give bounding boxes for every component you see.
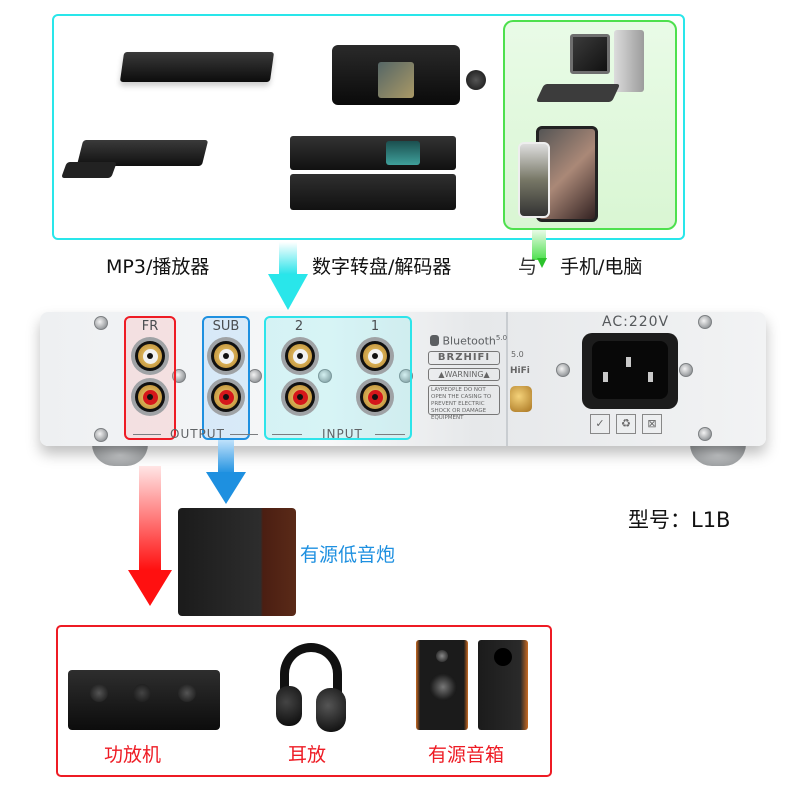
- screw-icon: [248, 369, 262, 383]
- recycle-icon: ♻: [616, 414, 636, 434]
- sub-label: SUB: [212, 319, 240, 334]
- pc-input-arrow-shaft: [532, 230, 546, 260]
- weee-bin-icon: ⊠: [642, 414, 662, 434]
- fr-output-arrow-shaft: [139, 466, 161, 570]
- input-1-left-jack[interactable]: [356, 337, 394, 375]
- screw-icon: [698, 427, 712, 441]
- subwoofer-label: 有源低音炮: [300, 544, 396, 566]
- amp-display-icon: [133, 684, 151, 702]
- screw-icon: [94, 428, 108, 442]
- source-label-mp3: MP3/播放器: [106, 256, 210, 278]
- sub-left-jack[interactable]: [207, 337, 245, 375]
- input-highlight: [264, 316, 412, 440]
- pc-tower-image: [614, 30, 644, 92]
- panel-divider: [506, 312, 508, 446]
- desktop-monitor-image: [570, 34, 610, 74]
- headphones-cup-right: [316, 688, 346, 732]
- bluetooth-label: Bluetooth5.0: [430, 334, 507, 348]
- power-pin: [603, 372, 608, 382]
- warning-triangle-icon: ▲: [438, 370, 445, 379]
- input-1-right-jack[interactable]: [356, 378, 394, 416]
- dac-display: [386, 141, 420, 165]
- output-line-right: [230, 434, 258, 435]
- amp-foot-left: [92, 444, 148, 466]
- screw-icon: [318, 369, 332, 383]
- source-label-dac: 数字转盘/解码器: [312, 256, 452, 278]
- streamer-screen: [378, 62, 414, 98]
- model-label: 型号：L1B: [628, 508, 731, 532]
- tweeter-icon: [436, 650, 448, 662]
- output-label-amplifier: 功放机: [104, 744, 162, 766]
- brand-sticker: BRZHIFI: [428, 351, 500, 365]
- sub-right-jack[interactable]: [207, 378, 245, 416]
- antenna-version: 5.0: [511, 350, 524, 359]
- bluetooth-icon: [430, 334, 439, 346]
- dac-input-arrow-icon: [268, 274, 308, 310]
- bluetooth-antenna-connector[interactable]: [510, 386, 532, 412]
- sub-output-arrow-icon: [206, 472, 246, 504]
- output-group-label: OUTPUT: [170, 427, 225, 441]
- power-label: AC:220V: [602, 314, 670, 330]
- woofer-icon: [429, 673, 457, 701]
- amp-knob-icon: [178, 684, 196, 702]
- subwoofer-image: [178, 508, 296, 616]
- screw-icon: [698, 315, 712, 329]
- output-label-active-speakers: 有源音箱: [428, 744, 505, 766]
- dac-input-arrow-shaft: [279, 242, 297, 274]
- amp-foot-right: [690, 444, 746, 466]
- fr-right-jack[interactable]: [131, 378, 169, 416]
- output-line-left: [133, 434, 161, 435]
- fr-left-jack[interactable]: [131, 337, 169, 375]
- output-label-headphone-amp: 耳放: [288, 744, 327, 766]
- brand-partial: HiFi: [510, 366, 530, 376]
- fr-output-arrow-icon: [128, 570, 172, 606]
- screw-icon: [94, 316, 108, 330]
- screw-icon: [556, 363, 570, 377]
- volume-knob-icon: [466, 70, 486, 90]
- power-pin: [648, 372, 653, 382]
- blu-ray-player-image: [119, 52, 275, 82]
- bass-port-icon: [494, 648, 512, 666]
- screw-icon: [679, 363, 693, 377]
- sub-output-arrow-shaft: [218, 440, 234, 474]
- fr-label: FR: [141, 319, 159, 334]
- pc-input-arrow-icon: [537, 258, 547, 268]
- source-label-fragment: 与: [518, 256, 538, 278]
- input-line-left: [272, 434, 302, 435]
- phone-image: [518, 142, 550, 218]
- input-group-label: INPUT: [322, 427, 363, 441]
- power-socket-inner: [592, 341, 668, 399]
- source-label-phone-pc: 手机/电脑: [560, 256, 643, 278]
- power-pin: [626, 357, 631, 367]
- warning-triangle-icon: ▲: [483, 370, 490, 379]
- input-2-left-jack[interactable]: [281, 337, 319, 375]
- screw-icon: [399, 369, 413, 383]
- warning-sticker: ▲WARNING▲: [428, 368, 500, 381]
- headphones-cup-left: [276, 686, 302, 726]
- input-2-label: 2: [294, 319, 304, 334]
- input-line-right: [375, 434, 405, 435]
- headphones-band-icon: [280, 643, 342, 699]
- amp-knob-icon: [90, 684, 108, 702]
- dac-front-image: [290, 136, 456, 170]
- warning-text: LAYPEOPLE DO NOT OPEN THE CASING TO PREV…: [428, 385, 500, 421]
- dac-rear-image: [290, 174, 456, 210]
- rohs-icon: ✓: [590, 414, 610, 434]
- input-1-label: 1: [370, 319, 380, 334]
- dvd-tray-icon: [61, 162, 117, 178]
- input-2-right-jack[interactable]: [281, 378, 319, 416]
- keyboard-image: [535, 84, 621, 102]
